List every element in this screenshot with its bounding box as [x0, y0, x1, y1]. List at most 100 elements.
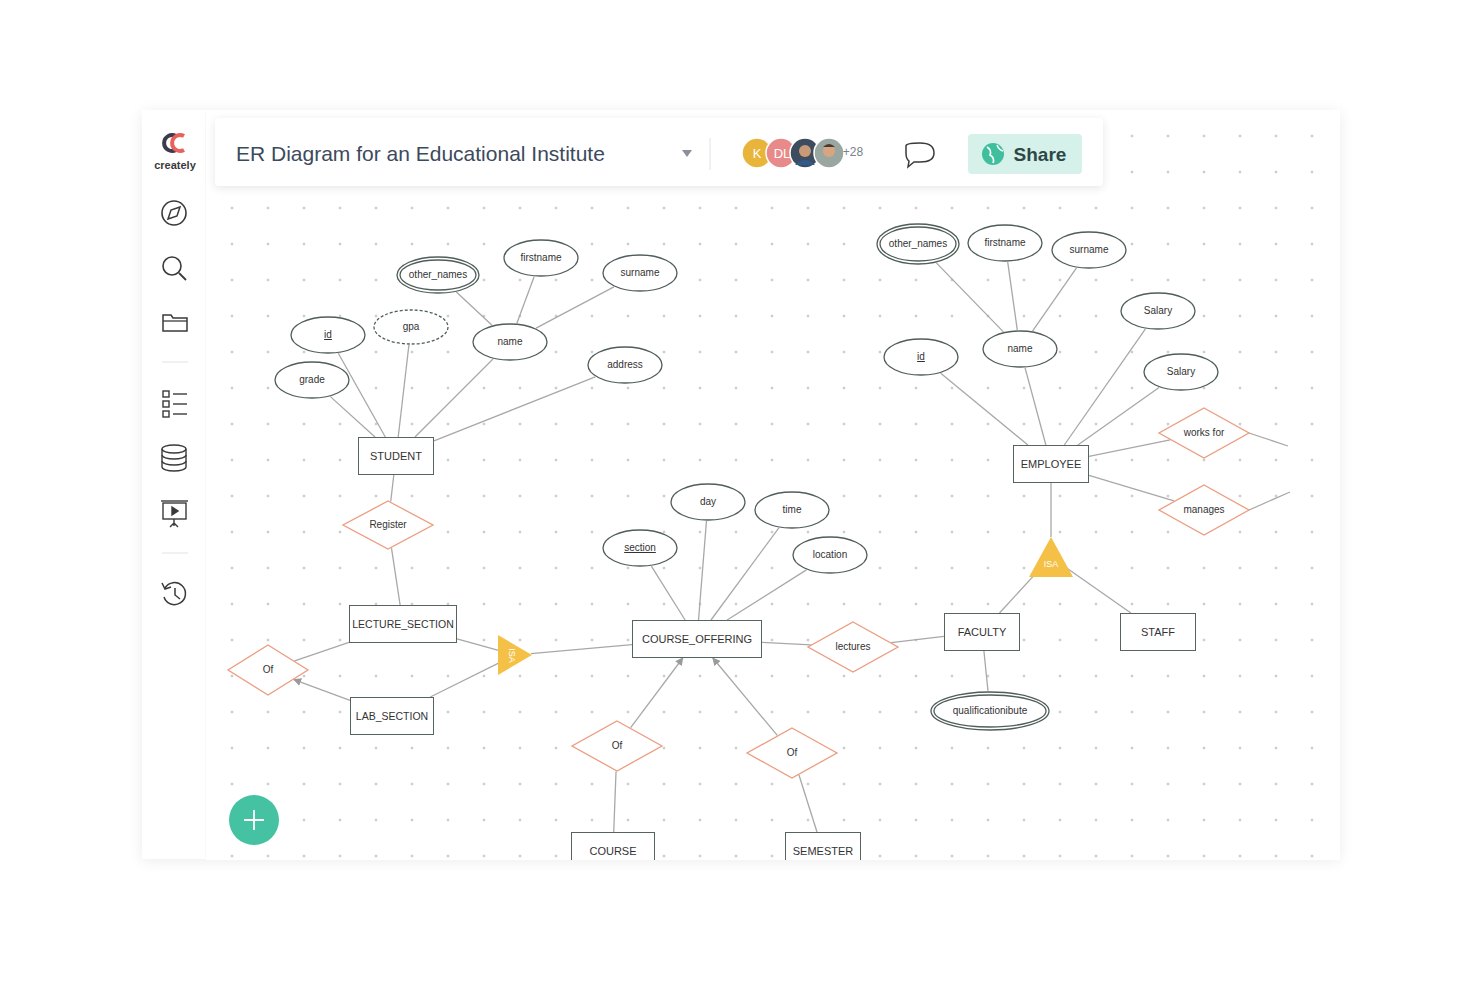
node-label: name [1007, 344, 1032, 354]
node-label: lectures [835, 642, 870, 652]
avatar-photo [814, 138, 844, 168]
node-label: Salary [1144, 306, 1172, 316]
node-label: LECTURE_SECTION [352, 619, 454, 630]
logo-ring [164, 135, 176, 151]
connector-line [517, 277, 534, 324]
connector-line [614, 771, 616, 832]
node-label: COURSE_OFFERING [642, 634, 752, 645]
attribute-ellipse: day [670, 483, 746, 521]
node-label: STUDENT [370, 451, 422, 462]
avatar [742, 138, 772, 168]
multivalued-attribute: qualificationibute [930, 691, 1050, 731]
diamond-outline [1159, 485, 1249, 535]
folder-icon [163, 315, 187, 331]
sidebar-divider [162, 553, 188, 554]
ellipse-outline [884, 339, 958, 375]
dropdown-caret [682, 150, 692, 157]
attribute-ellipse: location [792, 536, 868, 574]
node-label: other_names [409, 270, 467, 280]
avatar-photo [790, 138, 820, 168]
entity-box: COURSE_OFFERING [632, 620, 762, 658]
connector-line [1033, 268, 1077, 331]
toolbar-separator [710, 138, 711, 170]
attribute-ellipse: id [883, 338, 959, 376]
entity-box: EMPLOYEE [1013, 445, 1089, 483]
connector-line [415, 359, 493, 437]
node-label: other_names [889, 239, 947, 249]
add-button [229, 795, 279, 845]
connector-line [727, 570, 806, 620]
ellipse-outline [1052, 232, 1126, 268]
node-label: id [324, 330, 332, 340]
history-arrow [162, 583, 171, 589]
node-label: COURSE [589, 846, 636, 857]
ellipse-outline [877, 224, 959, 264]
connector-line [1089, 475, 1174, 501]
attribute-ellipse: name [472, 323, 548, 361]
node-label: address [607, 360, 643, 370]
diamond-outline [343, 501, 433, 549]
isa-triangle: ISA [1029, 537, 1073, 577]
connector-line [984, 651, 988, 691]
list-line [173, 413, 187, 414]
folder-line [163, 320, 187, 321]
history-hands [175, 588, 180, 599]
entity-box: STUDENT [358, 437, 434, 475]
node-label: surname [1070, 245, 1109, 255]
globe-lines [987, 145, 1003, 163]
node-label: works for [1184, 428, 1225, 438]
attribute-ellipse: address [587, 346, 663, 384]
connector-line [434, 377, 595, 441]
present-bar [161, 500, 188, 501]
entity-box: LAB_SECTION [350, 697, 434, 735]
db-rings [162, 455, 186, 465]
node-label: ISA [506, 648, 515, 663]
ellipse-inner [934, 695, 1046, 727]
history-icon [162, 583, 185, 605]
leader-line [1249, 433, 1288, 446]
comment-icon [906, 143, 934, 167]
compass-needle [168, 207, 180, 219]
node-label: manages [1183, 505, 1224, 515]
node-label: gpa [403, 322, 420, 332]
connector-line [391, 475, 394, 501]
ellipse-inner [400, 260, 476, 290]
ellipse-outline [588, 347, 662, 383]
relationship-diamond: lectures [807, 621, 899, 673]
compass-icon [162, 201, 186, 225]
list-icon [163, 391, 187, 417]
connector-line [941, 373, 1028, 445]
attribute-ellipse: name [982, 330, 1058, 368]
attribute-ellipse: surname [602, 254, 678, 292]
share-button [968, 134, 1082, 174]
node-label: qualificationibute [953, 706, 1028, 716]
list-line [173, 403, 187, 404]
connector-line [699, 521, 707, 620]
connector-line [713, 658, 777, 735]
connector-line [531, 645, 632, 654]
ellipse-outline [931, 692, 1049, 730]
node-label: firstname [520, 253, 561, 263]
node-label: FACULTY [958, 627, 1007, 638]
connector-line [891, 636, 944, 642]
diamond-outline [228, 645, 308, 695]
connector-line [1025, 368, 1046, 445]
triangle-fill [1029, 537, 1073, 577]
logo-ring [172, 135, 184, 151]
connector-line [430, 661, 503, 697]
ellipse-outline [1121, 293, 1195, 329]
ellipse-outline [755, 492, 829, 528]
list-bullet [163, 391, 169, 397]
entity-box: COURSE [571, 832, 655, 860]
node-label: surname [621, 268, 660, 278]
entity-box: FACULTY [944, 613, 1020, 651]
attribute-ellipse: section [602, 529, 678, 567]
leader-line [1249, 492, 1290, 510]
connector-line [799, 775, 817, 832]
entity-box: SEMESTER [785, 832, 861, 860]
sidebar-divider [162, 362, 188, 363]
logo-text: creately [154, 160, 196, 171]
node-label: STAFF [1141, 627, 1175, 638]
ellipse-outline [374, 310, 448, 344]
